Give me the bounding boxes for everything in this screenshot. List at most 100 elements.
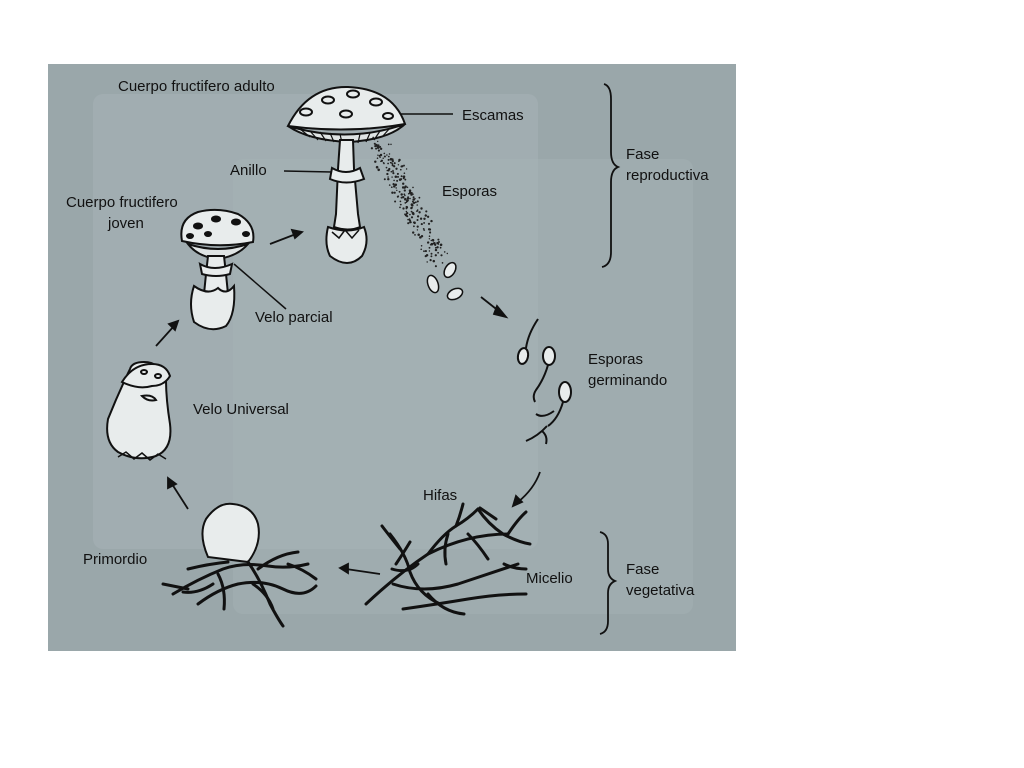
partial-veil-leader-line — [233, 263, 287, 310]
spore-dot — [377, 140, 379, 143]
adult-mushroom — [286, 85, 407, 264]
spore-dot — [429, 231, 432, 234]
label-reproductive-phase-line1: Fase — [626, 146, 660, 163]
spore-dot — [441, 262, 444, 264]
spore-dot — [412, 212, 415, 216]
spore-dot — [372, 136, 375, 139]
spore-dot — [392, 182, 395, 186]
spore-dot — [407, 218, 409, 221]
label-scales: Escamas — [462, 107, 524, 124]
spore-dot — [389, 157, 393, 161]
spore-dot — [426, 215, 430, 218]
spore-dot — [416, 219, 419, 221]
spore-dot — [428, 238, 431, 240]
reproductive-phase-bracket — [601, 83, 621, 268]
spore-dot — [440, 254, 443, 257]
spore-dot — [399, 200, 402, 203]
spore-dot — [420, 245, 423, 247]
released-spores — [426, 261, 464, 301]
spore-dot — [398, 190, 401, 193]
spore-dot — [411, 204, 414, 207]
spore-dot — [402, 175, 406, 178]
spore-dot — [374, 145, 376, 148]
spore-dot — [423, 250, 425, 253]
arrow-mycelium-to-primordium — [338, 562, 381, 575]
spore-dot — [410, 193, 413, 196]
spore-dot — [404, 185, 407, 188]
spore-dot — [404, 197, 407, 201]
spore-dot — [404, 178, 407, 181]
spore-dot — [400, 175, 403, 178]
spore-dot — [437, 251, 439, 254]
spore-dot — [387, 158, 390, 161]
spore-dot — [391, 163, 394, 166]
spore-dot — [400, 165, 403, 168]
arrow-young-to-adult — [269, 228, 304, 245]
spore-dot — [437, 238, 440, 241]
spore-dot — [416, 215, 420, 218]
spore-dot — [385, 166, 388, 169]
label-universal-veil: Velo Universal — [193, 401, 289, 418]
germinating-spores — [516, 318, 572, 445]
spore-dot — [409, 197, 411, 200]
spore-dot — [417, 233, 420, 236]
spore-dot — [434, 248, 438, 252]
spore-dot — [443, 251, 446, 253]
spore-dot — [394, 175, 398, 179]
spore-dot — [408, 189, 412, 192]
spore-dot — [426, 261, 428, 263]
spore-dot — [412, 196, 415, 199]
spore-dot — [394, 200, 397, 203]
spore-dot — [416, 204, 418, 206]
spore-dot — [424, 254, 427, 258]
spore-dot — [398, 158, 401, 162]
spore-dot — [383, 178, 386, 181]
spore-dot — [413, 221, 416, 224]
universal-veil-stage — [106, 360, 172, 461]
spore-dot — [391, 191, 394, 194]
spore-dot — [407, 196, 409, 198]
spore-dot — [387, 155, 390, 158]
spore-dot — [417, 209, 419, 211]
spore-dot — [390, 143, 392, 146]
spore-dot — [400, 178, 403, 181]
spore-dot — [386, 154, 388, 156]
spore-dot — [409, 221, 411, 224]
spore-dot — [427, 222, 431, 225]
label-primordium: Primordio — [83, 551, 148, 568]
spore-dot — [377, 149, 380, 152]
spore-dot — [428, 250, 431, 252]
ring-leader-line — [283, 170, 333, 173]
spore-dot — [403, 172, 406, 175]
spore-dot — [423, 221, 426, 224]
spore-dot — [428, 228, 432, 231]
spore-dot — [392, 169, 394, 172]
spore-dot — [408, 191, 412, 194]
arrow-germination-to-hyphae — [511, 471, 541, 508]
spore-dot — [436, 246, 439, 249]
spore-dot — [382, 161, 385, 164]
highlight-box — [93, 94, 538, 549]
spore-dot — [390, 186, 393, 189]
spore-dot — [376, 157, 379, 159]
spore-dot — [420, 248, 423, 251]
spore-dot — [430, 239, 433, 242]
spore-dot — [428, 235, 431, 237]
spore-dot — [391, 176, 393, 178]
spore-dot — [387, 143, 390, 146]
spore-dot — [403, 164, 405, 167]
spore-dot — [420, 207, 423, 210]
label-spores: Esporas — [442, 183, 498, 200]
spore-dot — [391, 159, 394, 163]
spore-dot — [403, 189, 406, 192]
young-mushroom — [180, 208, 255, 331]
spore-dot — [396, 189, 398, 192]
spore-dot — [419, 217, 423, 220]
spore-dot — [406, 186, 409, 189]
spore-dot — [375, 147, 378, 150]
spore-dot — [393, 191, 396, 194]
spore-dot — [399, 203, 402, 206]
label-adult-fruiting-body: Cuerpo fructifero adulto — [118, 78, 275, 95]
spore-dot — [439, 243, 443, 247]
spore-dot — [392, 170, 394, 173]
